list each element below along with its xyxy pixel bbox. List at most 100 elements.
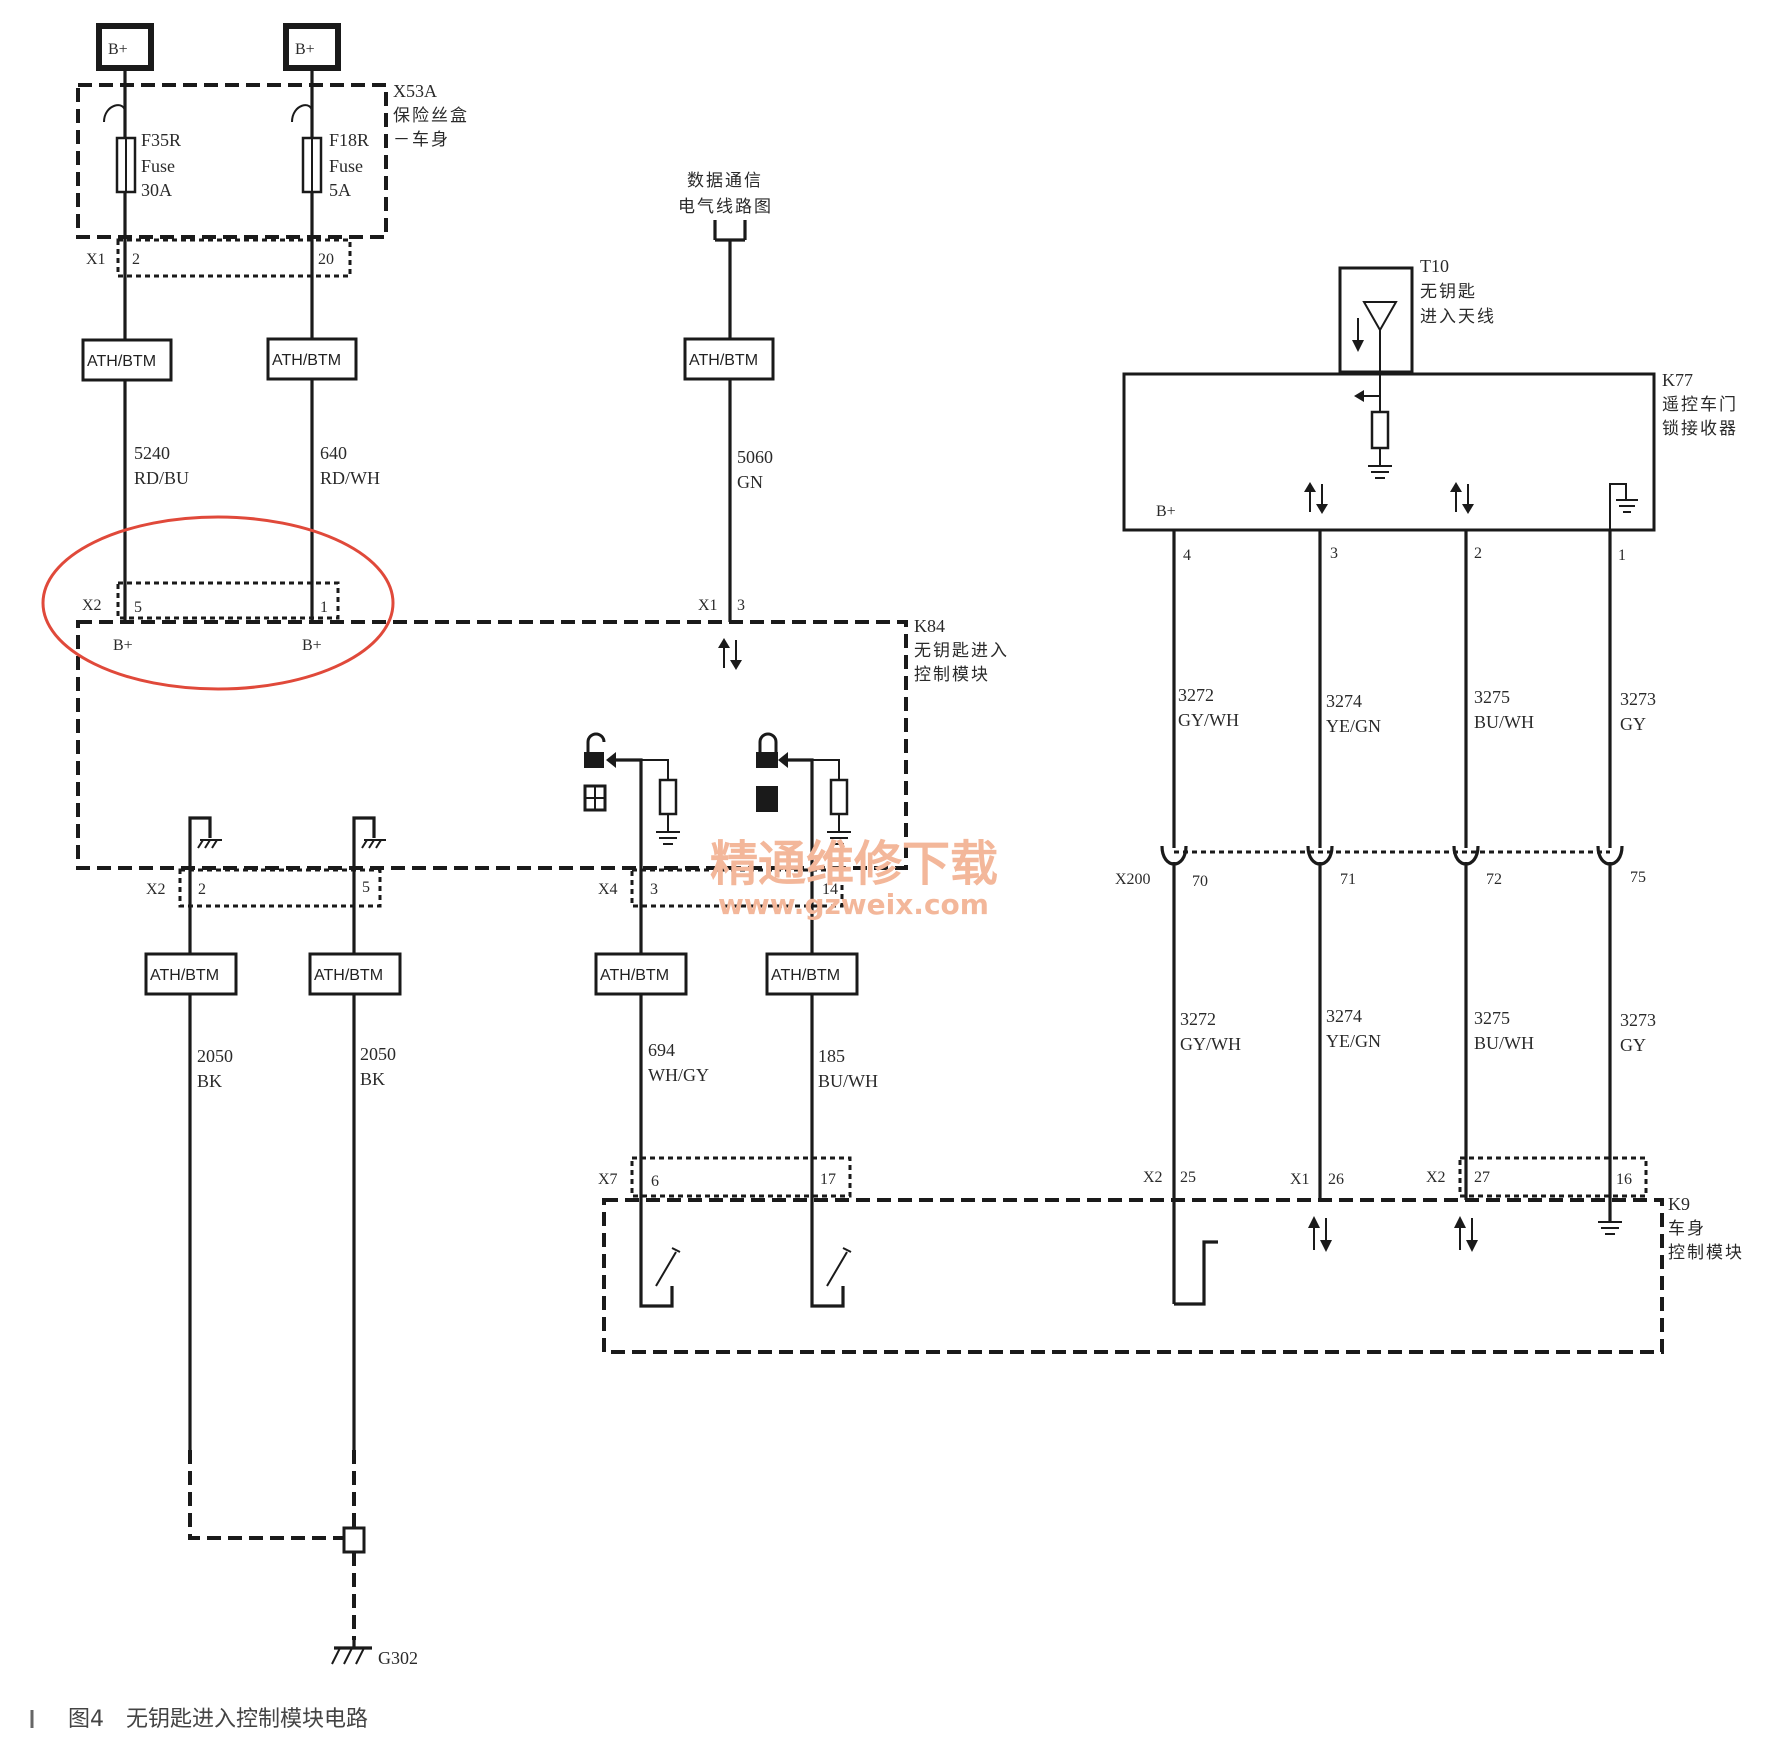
keyless-module-k84: K84 无钥匙进入 控制模块 X2 5 1 B+ B+ X1 3: [76, 581, 1009, 870]
svg-text:X1: X1: [86, 251, 106, 268]
svg-text:进入天线: 进入天线: [1420, 307, 1496, 327]
receiver-wire-3-circuit: 3275: [1474, 687, 1510, 707]
svg-text:5: 5: [134, 599, 142, 616]
svg-text:B+: B+: [108, 41, 128, 58]
svg-text:30A: 30A: [141, 180, 172, 200]
svg-text:B+: B+: [113, 637, 133, 654]
lock-wire-1-circuit: 694: [648, 1040, 675, 1060]
k84-id: K84: [914, 616, 945, 636]
receiver-id: K77: [1662, 370, 1693, 390]
svg-text:27: 27: [1474, 1169, 1490, 1186]
switch-icon: [639, 1247, 681, 1308]
svg-text:车身: 车身: [1668, 1219, 1706, 1239]
receiver-k77: K77 遥控车门 锁接收器 B+ 4 3 2 1: [1122, 370, 1738, 564]
lock-wire-2-color: BU/WH: [818, 1071, 878, 1091]
inline-connector-7: ATH/BTM: [765, 952, 859, 996]
ground-icon: [1609, 483, 1638, 530]
svg-text:2: 2: [1474, 545, 1482, 562]
ground-wire-1-circuit: 2050: [197, 1046, 233, 1066]
svg-text:ATH/BTM: ATH/BTM: [87, 353, 156, 370]
svg-text:75: 75: [1630, 869, 1646, 886]
ground-wire-1-color: BK: [197, 1071, 222, 1091]
svg-text:3: 3: [737, 597, 745, 614]
fuse-f18r: F18R Fuse 5A: [291, 104, 369, 200]
data-comm-reference: 数据通信 电气线路图: [678, 171, 773, 622]
svg-text:遥控车门: 遥控车门: [1662, 395, 1738, 415]
svg-text:1: 1: [1618, 547, 1626, 564]
bidirectional-arrow-icon: [1308, 1216, 1332, 1252]
bcm-id: K9: [1668, 1194, 1690, 1214]
fusebox-name-2: －车身: [393, 130, 450, 150]
fusebox-name: 保险丝盒: [393, 106, 469, 126]
receiver-wire-2-color: YE/GN: [1326, 716, 1381, 736]
bcm-wire-4-color: GY: [1620, 1035, 1646, 1055]
svg-text:控制模块: 控制模块: [914, 665, 990, 685]
receiver-wire-2-circuit: 3274: [1326, 691, 1362, 711]
svg-text:ATH/BTM: ATH/BTM: [600, 967, 669, 984]
fusebox-id: X53A: [393, 81, 437, 101]
fusebox-x53a: X53A 保险丝盒 －车身: [76, 81, 469, 239]
lock-icon: [756, 732, 778, 812]
svg-text:X1: X1: [698, 597, 718, 614]
bcm-wire-2-color: YE/GN: [1326, 1031, 1381, 1051]
svg-text:20: 20: [318, 251, 334, 268]
svg-text:ATH/BTM: ATH/BTM: [150, 967, 219, 984]
svg-text:ATH/BTM: ATH/BTM: [314, 967, 383, 984]
antenna-t10: T10 无钥匙 进入天线: [1338, 256, 1496, 374]
bidirectional-arrow-icon: [1304, 482, 1328, 514]
svg-text:4: 4: [1183, 547, 1191, 564]
svg-text:X2: X2: [82, 597, 102, 614]
svg-text:数据通信: 数据通信: [687, 171, 763, 191]
ground-wire-2-circuit: 2050: [360, 1044, 396, 1064]
supply-b-plus-2: B+: [283, 23, 341, 71]
inline-connector-1: ATH/BTM: [81, 338, 173, 382]
svg-text:X4: X4: [598, 881, 618, 898]
bidirectional-arrow-icon: [1450, 482, 1474, 514]
wire-5060-circuit: 5060: [737, 447, 773, 467]
svg-text:电气线路图: 电气线路图: [678, 197, 773, 217]
lock-wire-1-color: WH/GY: [648, 1065, 709, 1085]
inline-connector-6: ATH/BTM: [594, 952, 688, 996]
bidirectional-arrow-icon: [1454, 1216, 1478, 1252]
inline-connector-4: ATH/BTM: [144, 952, 238, 996]
svg-text:Fuse: Fuse: [141, 156, 175, 176]
svg-text:X2: X2: [146, 881, 166, 898]
svg-text:2: 2: [198, 881, 206, 898]
svg-text:6: 6: [651, 1173, 659, 1190]
inline-connector-5: ATH/BTM: [308, 952, 402, 996]
svg-text:Fuse: Fuse: [329, 156, 363, 176]
caption-figure: 图4: [68, 1707, 104, 1732]
inline-connector-3: ATH/BTM: [683, 337, 775, 381]
body-control-module-k9: K9 车身 控制模块 X7 6 17 X2 25 X1 26 X2 27 16: [598, 1156, 1742, 1354]
highlight-ellipse: [41, 515, 395, 691]
receiver-wire-1-circuit: 3272: [1178, 685, 1214, 705]
svg-text:25: 25: [1180, 1169, 1196, 1186]
ground-splice: [188, 1450, 366, 1640]
inline-connector-2: ATH/BTM: [266, 337, 358, 381]
connector-x200: X200 70 71 72 75: [1115, 845, 1646, 890]
bidirectional-arrow-icon: [718, 638, 742, 670]
svg-text:17: 17: [820, 1171, 836, 1188]
ground-g302-icon: [331, 1640, 372, 1665]
svg-text:X7: X7: [598, 1171, 618, 1188]
input-icon: [1174, 1240, 1218, 1306]
svg-text:无钥匙进入: 无钥匙进入: [914, 641, 1009, 661]
wire-5240-color: RD/BU: [134, 468, 189, 488]
svg-text:3: 3: [1330, 545, 1338, 562]
bcm-wire-1-color: GY/WH: [1180, 1034, 1241, 1054]
wire-640-color: RD/WH: [320, 468, 380, 488]
svg-text:www.gzweix.com: www.gzweix.com: [718, 888, 989, 921]
switch-icon: [810, 1247, 852, 1308]
bcm-wire-3-circuit: 3275: [1474, 1008, 1510, 1028]
svg-text:B+: B+: [302, 637, 322, 654]
bcm-wire-4-circuit: 3273: [1620, 1010, 1656, 1030]
k84-lock-connector-x4: X4 3 14: [598, 868, 844, 908]
bcm-wire-2-circuit: 3274: [1326, 1006, 1362, 1026]
svg-text:2: 2: [132, 251, 140, 268]
bcm-wire-1-circuit: 3272: [1180, 1009, 1216, 1029]
antenna-id: T10: [1420, 256, 1449, 276]
svg-text:F18R: F18R: [329, 130, 369, 150]
svg-text:锁接收器: 锁接收器: [1662, 419, 1738, 439]
svg-text:F35R: F35R: [141, 130, 181, 150]
receiver-wire-3-color: BU/WH: [1474, 712, 1534, 732]
